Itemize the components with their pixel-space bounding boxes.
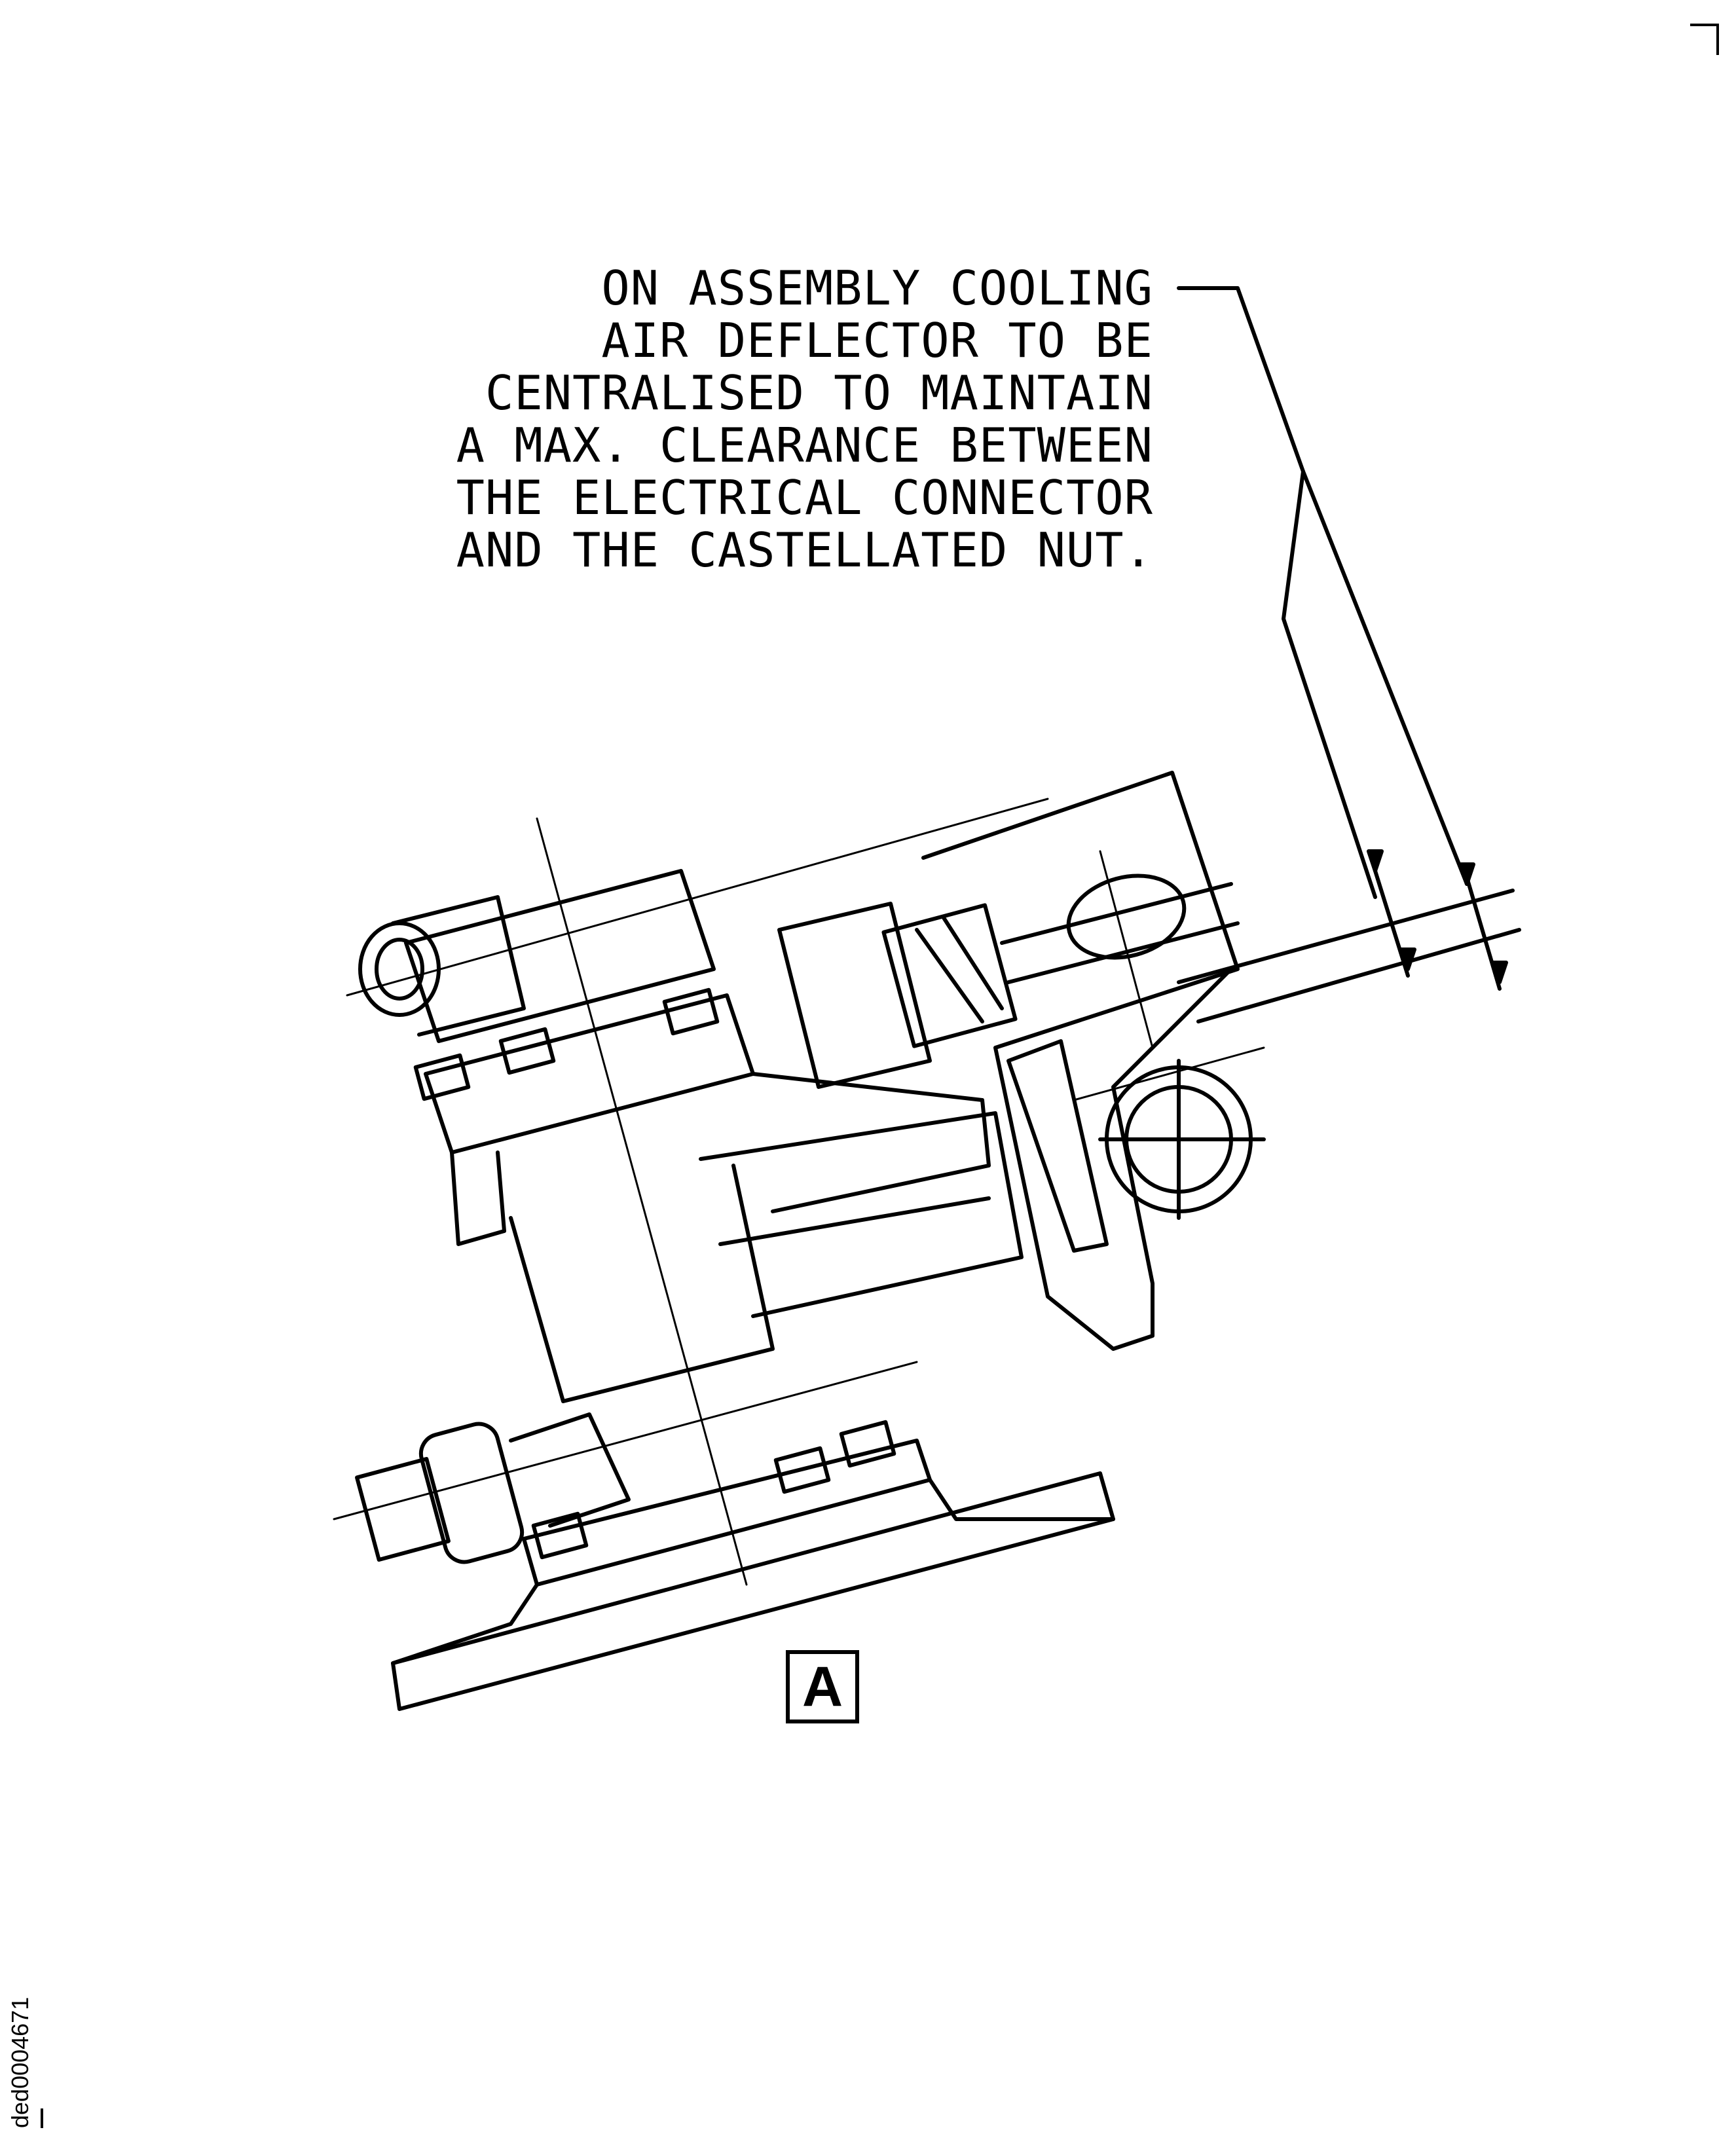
note-line-2: AIR DEFLECTOR TO BE — [601, 313, 1153, 368]
clearance-dimension — [1177, 869, 1521, 1023]
base-flange — [391, 1439, 1115, 1711]
housing-body — [404, 869, 1024, 1403]
note-line-1: ON ASSEMBLY COOLING — [601, 261, 1153, 316]
cooling-air-deflector — [921, 771, 1240, 1351]
electrical-connector — [881, 874, 1240, 1048]
castellated-nut — [1098, 1059, 1266, 1220]
assembly-note: ON ASSEMBLY COOLING AIR DEFLECTOR TO BE … — [456, 262, 1153, 576]
note-leader-line — [1177, 286, 1475, 899]
note-line-6: AND THE CASTELLATED NUT. — [456, 523, 1153, 578]
note-line-4: A MAX. CLEARANCE BETWEEN — [456, 418, 1153, 473]
reference-tick-mark — [41, 2108, 43, 2128]
note-line-5: THE ELECTRICAL CONNECTOR — [456, 470, 1153, 525]
note-line-3: CENTRALISED TO MAINTAIN — [485, 365, 1153, 420]
bolt-heads — [413, 987, 896, 1560]
crop-corner-mark — [1690, 24, 1719, 55]
drawing-reference-id: ded0004671 — [7, 1996, 33, 2128]
pipe-fittings — [355, 895, 631, 1564]
center-lines — [333, 798, 1265, 1586]
view-label-box: A — [786, 1650, 859, 1723]
